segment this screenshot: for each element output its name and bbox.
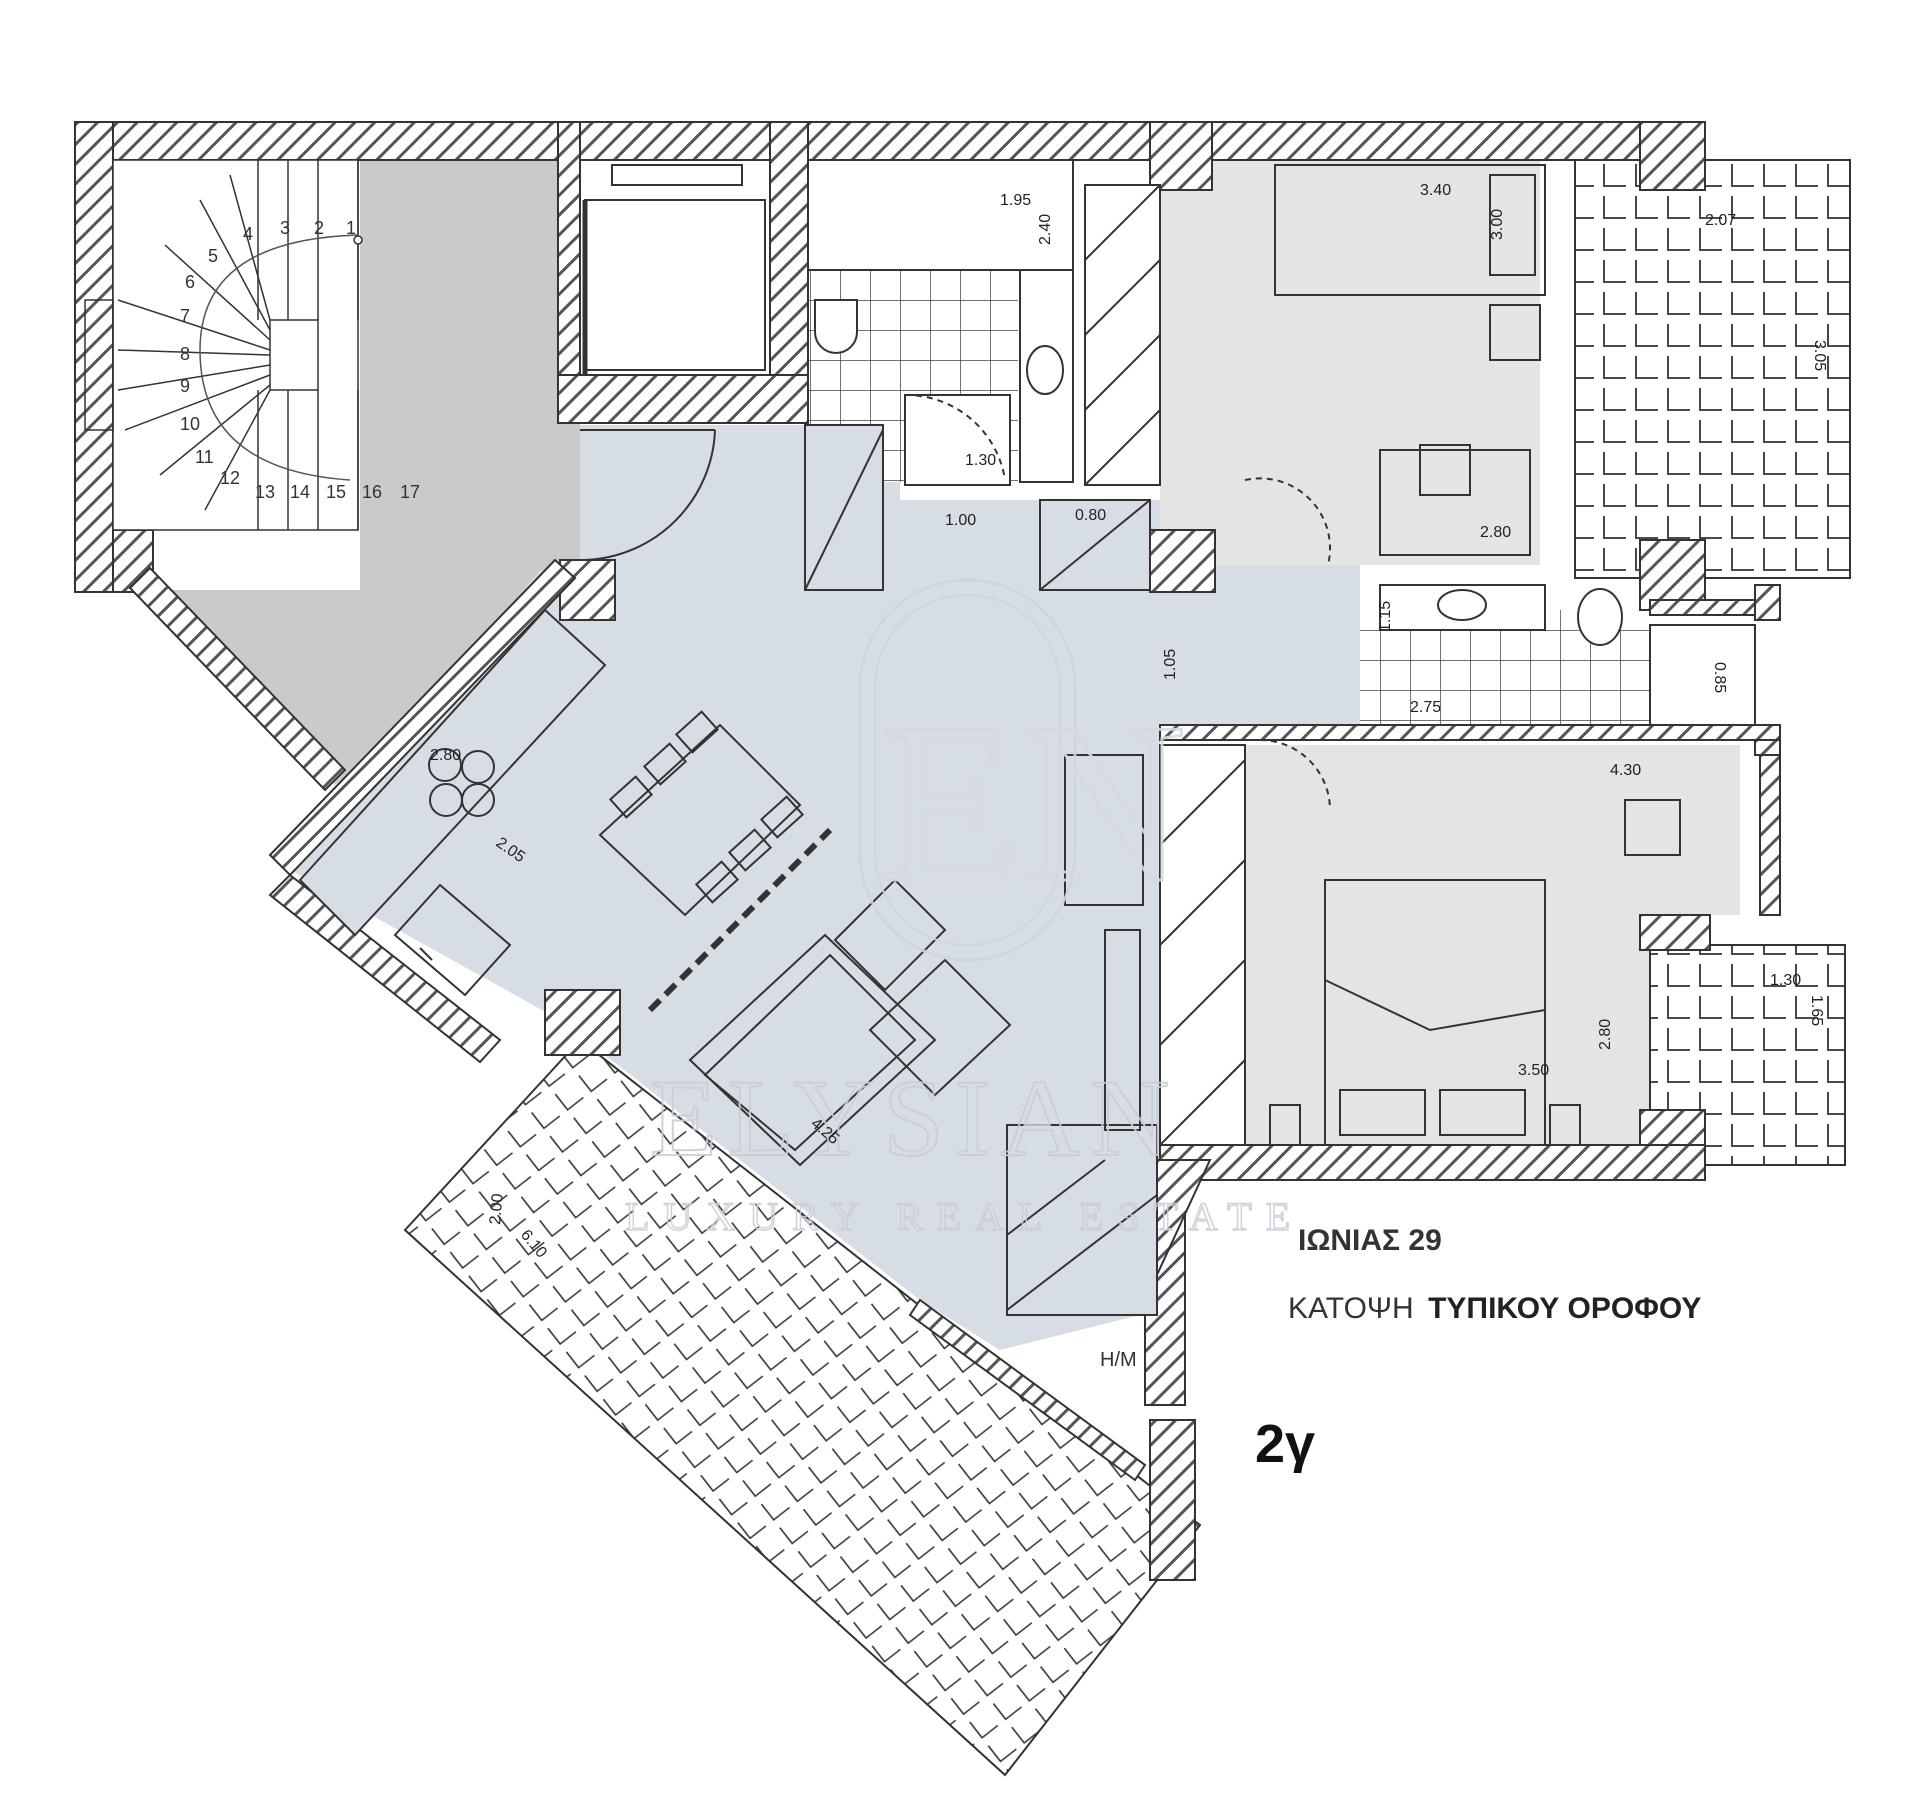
plan-title: ΚΑΤΟΨΗ ΤΥΠΙΚΟΥ ΟΡΟΦΟΥ bbox=[1288, 1292, 1701, 1325]
stair-step-number: 15 bbox=[326, 482, 346, 502]
wc bbox=[1379, 584, 1756, 726]
entrance-door bbox=[580, 429, 716, 561]
dim-bed2-width: 4.30 bbox=[1610, 762, 1641, 779]
dimension-labels: 1.95 2.40 1.30 1.00 0.80 1.05 2.80 2.05 … bbox=[430, 182, 1828, 1262]
unit-label: 2γ bbox=[1255, 1414, 1315, 1474]
dim-bed2-b: 2.80 bbox=[1597, 1019, 1614, 1050]
stair-landing-floor bbox=[130, 140, 580, 785]
dim-bed2-a: 3.50 bbox=[1518, 1062, 1549, 1079]
staircase bbox=[84, 159, 363, 531]
dining-table bbox=[598, 710, 805, 917]
plan-title-part2: ΤΥΠΙΚΟΥ ΟΡΟΦΟΥ bbox=[1428, 1292, 1701, 1325]
plan-title-part1: ΚΑΤΟΨΗ bbox=[1288, 1292, 1414, 1325]
stair-step-number: 4 bbox=[243, 224, 253, 244]
dim-hall-width: 1.05 bbox=[1162, 649, 1179, 680]
dim-bed1-width: 3.40 bbox=[1420, 182, 1451, 199]
watermark-tagline: LUXURY REAL ESTATE bbox=[625, 1194, 1304, 1239]
dim-kitchen-a: 2.80 bbox=[430, 747, 461, 764]
walls bbox=[74, 121, 1781, 1581]
stair-step-number: 2 bbox=[314, 218, 324, 238]
watermark-monogram: EN bbox=[880, 675, 1187, 930]
dim-closet-a: 1.00 bbox=[945, 512, 976, 529]
living-furniture bbox=[647, 754, 1144, 1167]
bedroom-1-floor bbox=[1160, 160, 1540, 565]
stair-step-number: 14 bbox=[290, 482, 310, 502]
stair-step-number: 11 bbox=[195, 447, 214, 467]
stair-step-number: 1 bbox=[346, 218, 356, 238]
stair-step-number: 9 bbox=[180, 376, 190, 396]
stair-step-number: 10 bbox=[180, 414, 200, 434]
dim-balcony-e-a: 1.30 bbox=[1770, 972, 1801, 989]
address-label: ΙΩΝΙΑΣ 29 bbox=[1298, 1224, 1442, 1257]
shaft-label: Η/Μ bbox=[1100, 1349, 1137, 1371]
dim-bed1-bed: 3.00 bbox=[1489, 209, 1506, 240]
stair-step-number: 6 bbox=[185, 272, 195, 292]
dim-bath-width: 1.95 bbox=[1000, 192, 1031, 209]
stair-step-number: 7 bbox=[180, 306, 190, 326]
dim-balcony-ne-a: 2.07 bbox=[1705, 212, 1736, 229]
dim-wc-a: 1.15 bbox=[1377, 601, 1394, 632]
dim-balcony-e-b: 1.65 bbox=[1808, 995, 1825, 1026]
wardrobes bbox=[804, 184, 1246, 1316]
dim-balcony-ne-b: 3.05 bbox=[1811, 340, 1828, 371]
dim-bed1-depth: 2.80 bbox=[1480, 524, 1511, 541]
stair-step-number: 3 bbox=[280, 218, 290, 238]
stair-step-number: 16 bbox=[362, 482, 382, 502]
dim-closet-b: 0.80 bbox=[1075, 507, 1106, 524]
stair-step-number: 8 bbox=[180, 344, 190, 364]
dim-wc-b: 2.75 bbox=[1410, 699, 1441, 716]
dim-bath-depth: 2.40 bbox=[1037, 214, 1054, 245]
balcony-northeast bbox=[1574, 159, 1851, 579]
stair-step-number: 12 bbox=[220, 468, 240, 488]
elevator bbox=[579, 159, 771, 376]
bedroom-1-furniture bbox=[1244, 164, 1546, 566]
dim-veranda-a: 2.00 bbox=[487, 1193, 507, 1226]
stair-step-number: 17 bbox=[400, 482, 420, 502]
stair-step-number: 13 bbox=[255, 482, 275, 502]
bedroom-2-furniture bbox=[1259, 739, 1681, 1146]
watermark-brand: ELYSIAN bbox=[650, 1057, 1180, 1179]
watermark: EN ELYSIAN LUXURY REAL ESTATE bbox=[624, 578, 1304, 1240]
bathroom bbox=[807, 159, 1074, 486]
dim-storage: 0.85 bbox=[1711, 662, 1728, 693]
dim-bath-shower: 1.30 bbox=[965, 452, 996, 469]
bedroom-2-floor bbox=[1160, 745, 1740, 1145]
kitchen bbox=[298, 608, 607, 997]
stair-step-number: 5 bbox=[208, 246, 218, 266]
